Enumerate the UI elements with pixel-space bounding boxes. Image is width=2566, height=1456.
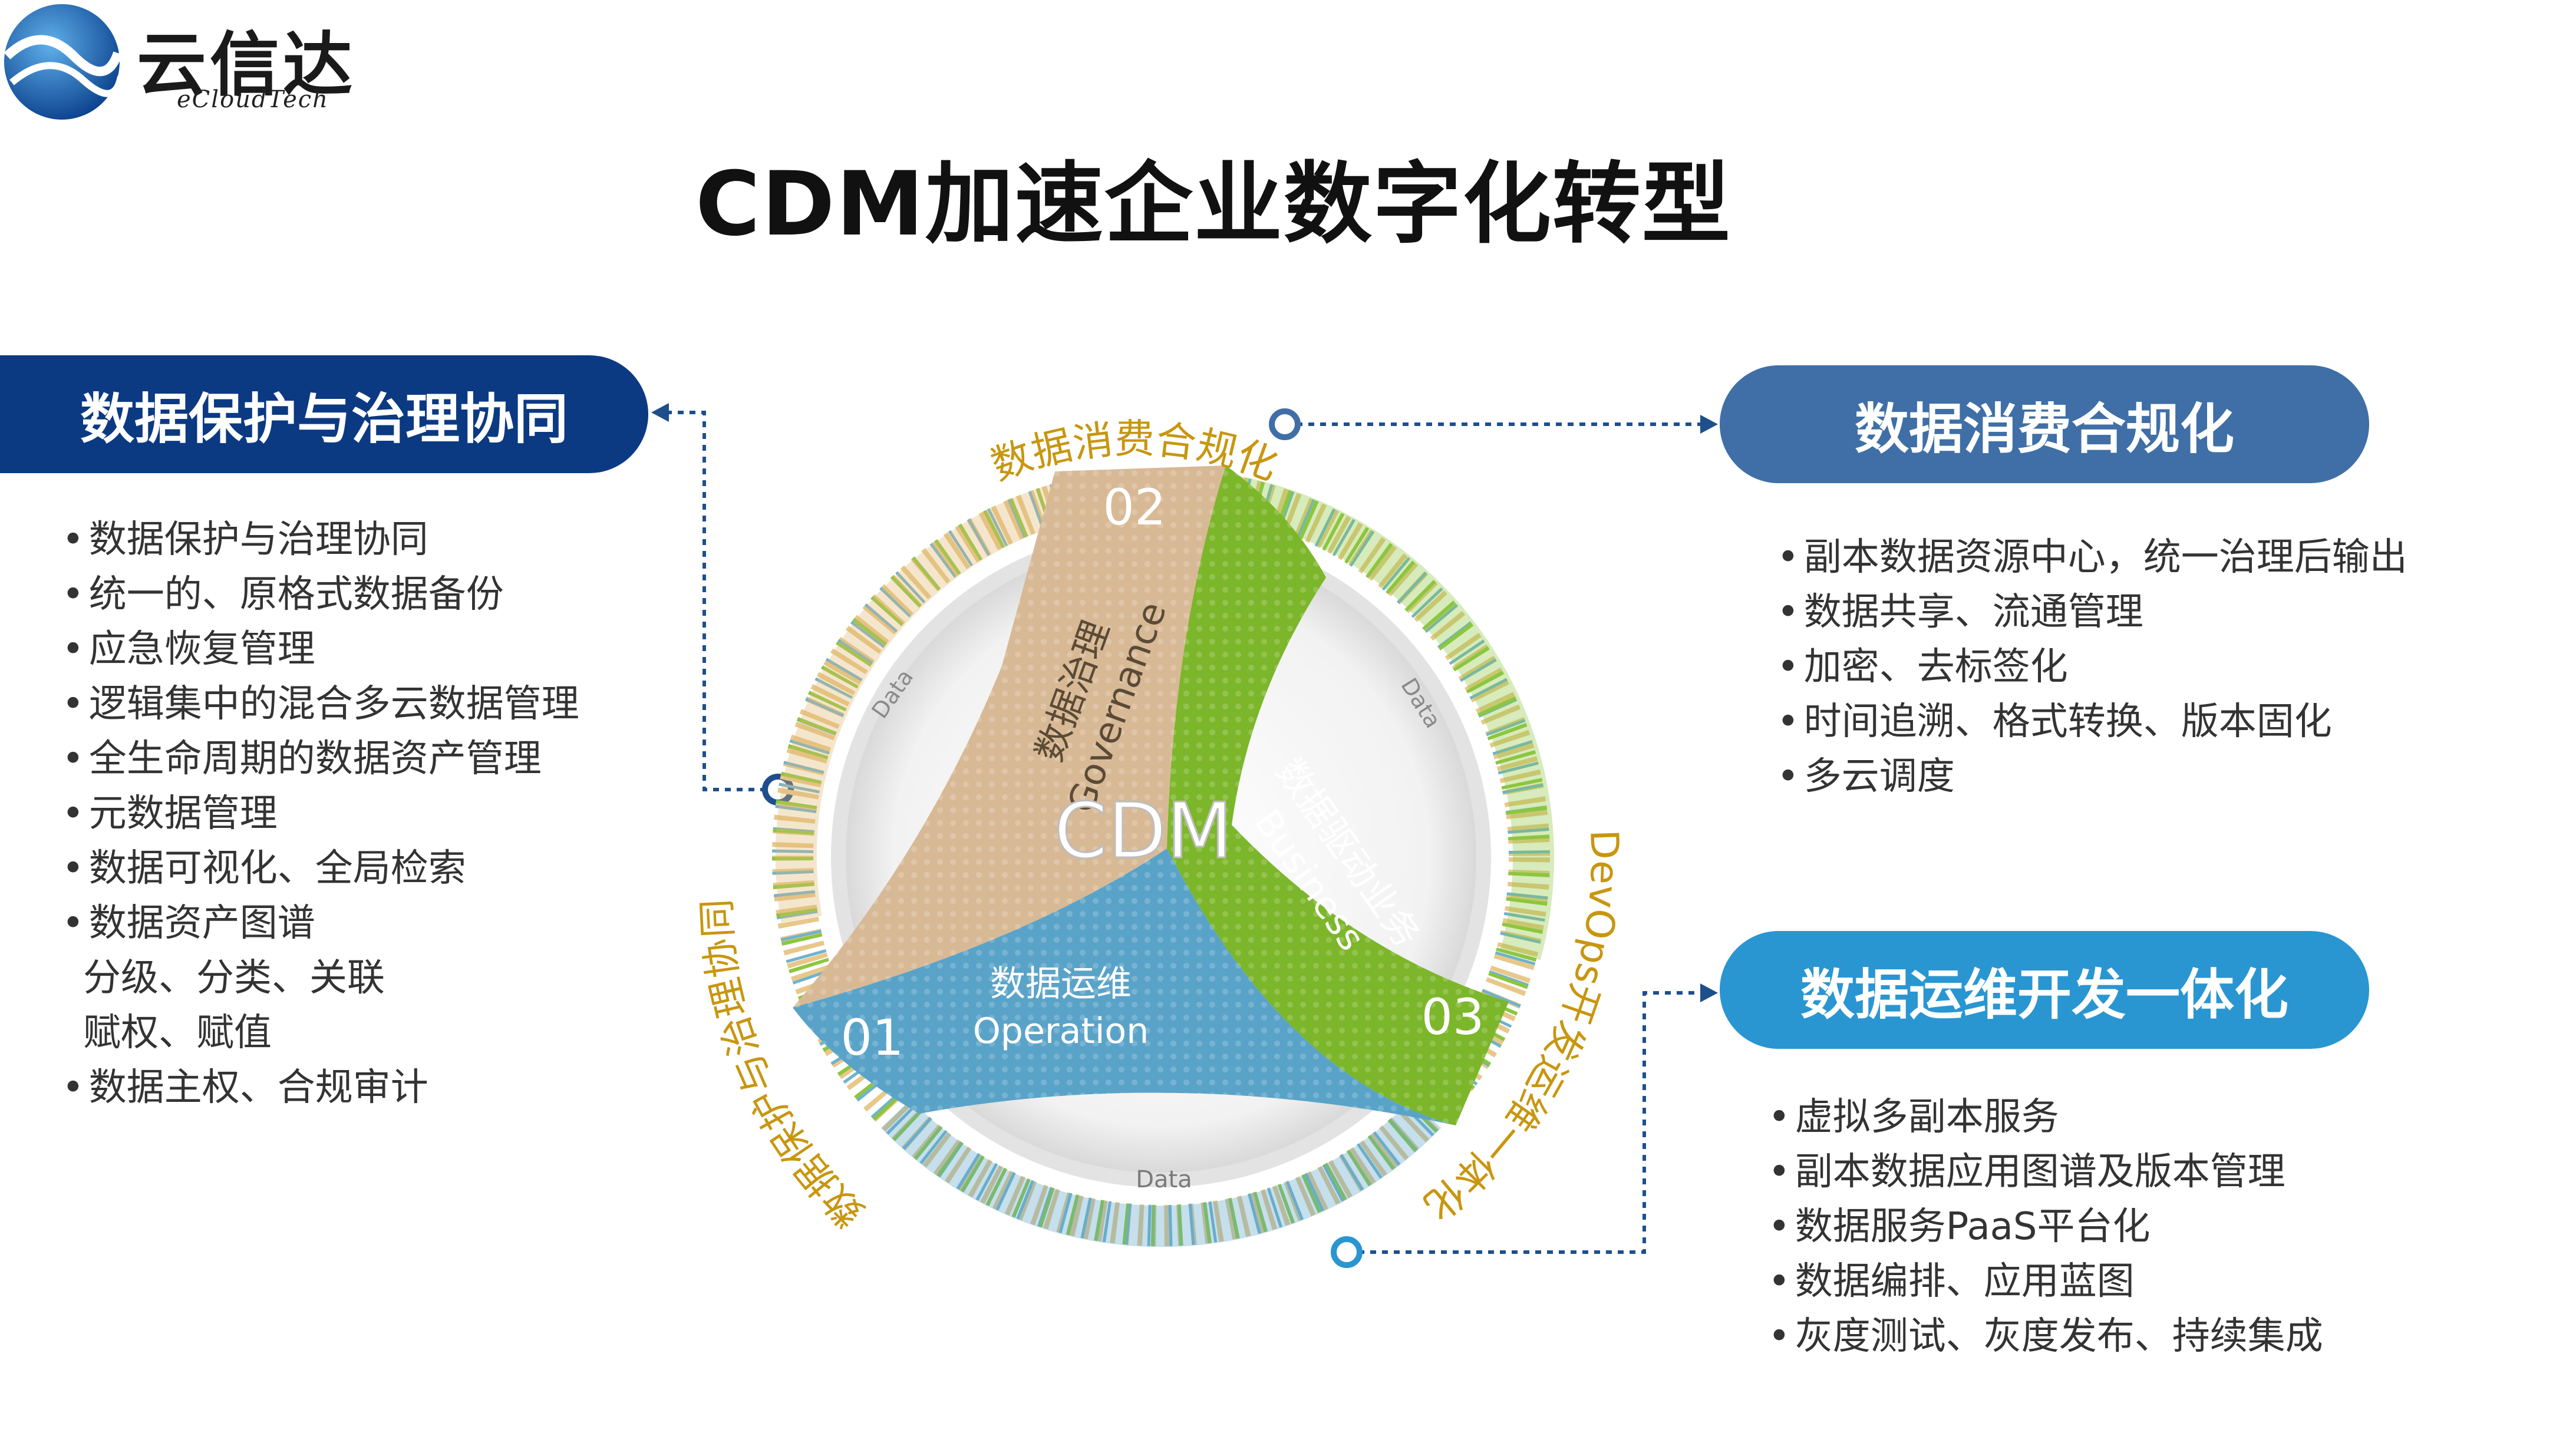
list-item: 数据保护与治理协同: [62, 513, 579, 567]
segment-operation-cn: 数据运维: [990, 963, 1132, 1005]
segment-number-02: 02: [1103, 478, 1166, 536]
devops-list: 虚拟多副本服务副本数据应用图谱及版本管理数据服务PaaS平台化数据编排、应用蓝图…: [1768, 1090, 2323, 1364]
logo-brand-en: eCloudTech: [177, 86, 329, 113]
connector-arrowhead-right-top: [1700, 415, 1718, 434]
list-item: 赋权、赋值: [83, 1011, 272, 1055]
logo-brand-cn: 云信达: [137, 24, 357, 105]
list-item: 多云调度: [1777, 750, 2407, 804]
logo-mark-icon: [4, 4, 124, 120]
list-item: 全生命周期的数据资产管理: [62, 732, 579, 787]
connector-node-bottom: [1331, 1236, 1363, 1268]
center-cdm-label: CDM: [1054, 786, 1232, 876]
panel-title-protection: 数据保护与治理协同: [0, 355, 648, 473]
list-item: 数据可视化、全局检索: [62, 841, 579, 896]
panel-title-consumption: 数据消费合规化: [1720, 365, 2369, 483]
consumption-list: 副本数据资源中心，统一治理后输出数据共享、流通管理加密、去标签化时间追溯、格式转…: [1777, 530, 2407, 804]
list-item: 元数据管理: [62, 787, 579, 841]
segment-number-01: 01: [841, 1009, 904, 1067]
company-logo: 云信达 eCloudTech: [0, 0, 377, 124]
list-item: 逻辑集中的混合多云数据管理: [62, 677, 579, 732]
ring-wash-blue: [880, 1099, 1442, 1247]
list-item: 数据主权、合规审计: [62, 1061, 579, 1115]
segment-number-03: 03: [1421, 988, 1485, 1046]
list-item: 数据资产图谱: [62, 896, 579, 951]
connector-arrowhead-right-bottom: [1700, 983, 1718, 1002]
connector-lines: [654, 411, 1712, 1254]
connector-arrowhead-left: [651, 403, 669, 422]
list-item: 副本数据资源中心，统一治理后输出: [1777, 530, 2407, 585]
list-item: 时间追溯、格式转换、版本固化: [1777, 695, 2407, 750]
connector-node-top: [1269, 408, 1301, 440]
list-item: 应急恢复管理: [62, 622, 579, 677]
ring-wash-gold: [775, 470, 1123, 923]
list-item: 统一的、原格式数据备份: [62, 567, 579, 622]
ring-wash-green: [1194, 470, 1554, 960]
list-item: 加密、去标签化: [1777, 640, 2407, 695]
data-label-bottom: Data: [1136, 1166, 1192, 1193]
list-item: 副本数据应用图谱及版本管理: [1768, 1145, 2323, 1200]
list-item: 数据编排、应用蓝图: [1768, 1254, 2323, 1309]
list-item: 分级、分类、关联: [83, 956, 385, 1000]
list-item: 数据共享、流通管理: [1777, 585, 2407, 640]
list-item: 灰度测试、灰度发布、持续集成: [1768, 1309, 2323, 1364]
panel-title-devops: 数据运维开发一体化: [1720, 931, 2369, 1049]
page-title: CDM加速企业数字化转型: [695, 153, 1731, 256]
list-item: 数据服务PaaS平台化: [1768, 1200, 2323, 1254]
segment-operation-en: Operation: [973, 1011, 1149, 1052]
protection-list: 数据保护与治理协同统一的、原格式数据备份应急恢复管理逻辑集中的混合多云数据管理全…: [62, 513, 579, 1115]
list-item: 虚拟多副本服务: [1768, 1090, 2323, 1145]
